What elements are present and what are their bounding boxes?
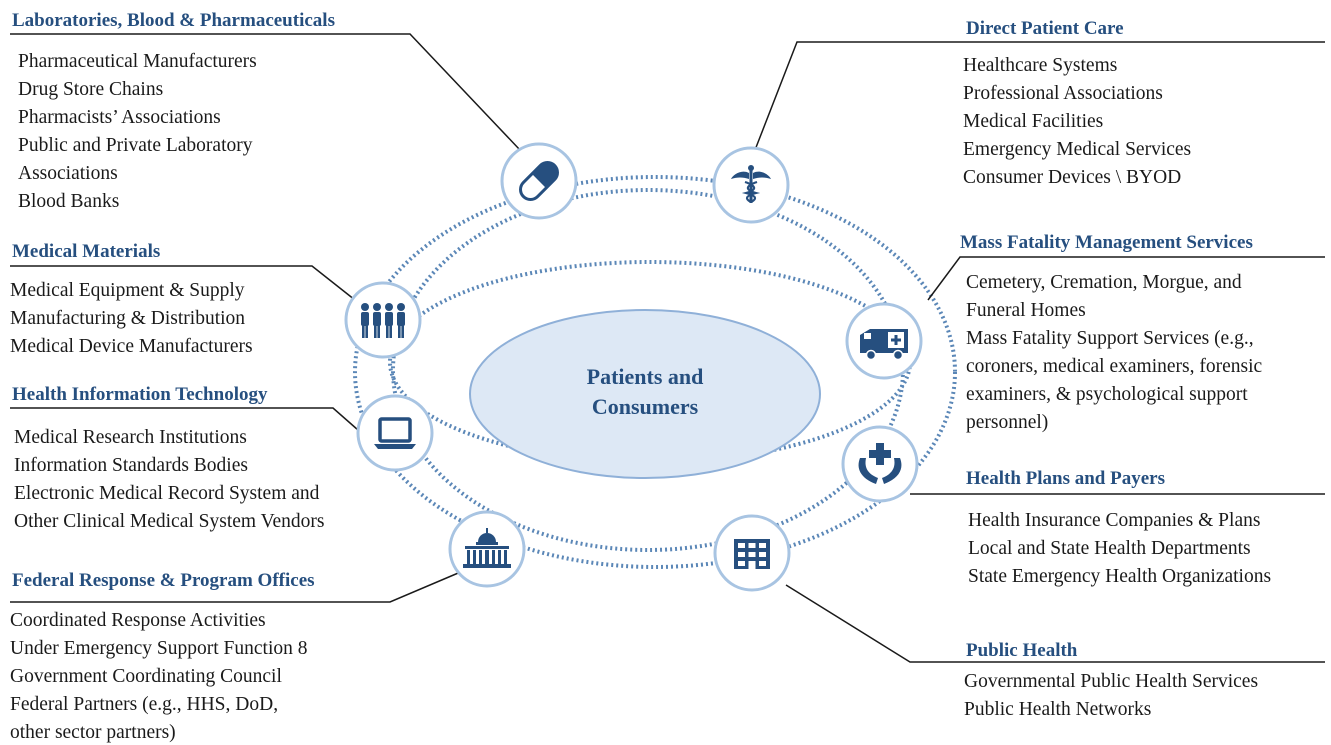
- direct-item: Consumer Devices \ BYOD: [963, 167, 1182, 188]
- public-item: Public Health Networks: [964, 699, 1152, 720]
- labs-list: Pharmaceutical Manufacturers Drug Store …: [18, 48, 257, 216]
- hit-item: Information Standards Bodies: [14, 455, 248, 476]
- public-list: Governmental Public Health Services Publ…: [964, 668, 1258, 724]
- labs-title: Laboratories, Blood & Pharmaceuticals: [12, 10, 335, 31]
- direct-list: Healthcare Systems Professional Associat…: [963, 52, 1191, 192]
- materials-icon-circle: [344, 281, 422, 359]
- hit-list: Medical Research Institutions Informatio…: [14, 424, 325, 536]
- federal-title: Federal Response & Program Offices: [12, 570, 315, 591]
- direct-item: Healthcare Systems: [963, 55, 1118, 76]
- materials-item: Medical Equipment & Supply: [10, 280, 245, 301]
- direct-item: Emergency Medical Services: [963, 139, 1192, 160]
- center-ellipse: [469, 309, 821, 479]
- caduceus-icon: [731, 165, 771, 203]
- connector-hit: [10, 407, 359, 431]
- capitol-building-icon: [463, 528, 511, 568]
- hit-item: Electronic Medical Record System and: [14, 483, 320, 504]
- federal-item: Government Coordinating Council: [10, 666, 282, 687]
- capsule-icon: [519, 161, 559, 201]
- materials-list: Medical Equipment & Supply Manufacturing…: [10, 277, 253, 361]
- connector-public: [785, 584, 1325, 663]
- fatality-item: Cemetery, Cremation, Morgue, and: [966, 272, 1242, 293]
- direct-item: Medical Facilities: [963, 111, 1104, 132]
- public-title: Public Health: [966, 640, 1078, 661]
- plans-item: Health Insurance Companies & Plans: [968, 510, 1261, 531]
- federal-list: Coordinated Response Activities Under Em…: [10, 607, 308, 745]
- fatality-item: personnel): [966, 412, 1049, 433]
- connector-federal: [10, 567, 471, 603]
- labs-item: Pharmacists’ Associations: [18, 107, 221, 128]
- labs-item: Pharmaceutical Manufacturers: [18, 51, 257, 72]
- ambulance-icon: [860, 329, 908, 361]
- federal-item: Coordinated Response Activities: [10, 610, 266, 631]
- fatality-item: examiners, & psychological support: [966, 384, 1248, 405]
- fatality-item: Mass Fatality Support Services (e.g.,: [966, 328, 1254, 349]
- connector-fatality: [927, 256, 1325, 301]
- direct-item: Professional Associations: [963, 83, 1163, 104]
- materials-item: Manufacturing & Distribution: [10, 308, 246, 329]
- fatality-item: coroners, medical examiners, forensic: [966, 356, 1263, 377]
- fatality-list: Cemetery, Cremation, Morgue, and Funeral…: [966, 269, 1262, 437]
- federal-item: Federal Partners (e.g., HHS, DoD,: [10, 694, 279, 715]
- hit-item: Medical Research Institutions: [14, 427, 247, 448]
- federal-item: other sector partners): [10, 722, 176, 743]
- center-label-line1: Patients and: [586, 364, 704, 389]
- people-group-icon: [361, 303, 405, 338]
- direct-title: Direct Patient Care: [966, 18, 1124, 39]
- labs-item: Drug Store Chains: [18, 79, 164, 100]
- connector-labs: [10, 33, 521, 151]
- fatality-item: Funeral Homes: [966, 300, 1086, 321]
- public-item: Governmental Public Health Services: [964, 671, 1259, 692]
- labs-item: Blood Banks: [18, 191, 120, 212]
- center-label-line2: Consumers: [591, 394, 699, 419]
- materials-title: Medical Materials: [12, 241, 161, 262]
- hospital-building-icon: [734, 539, 770, 569]
- fatality-title: Mass Fatality Management Services: [960, 232, 1253, 253]
- connector-direct: [754, 41, 1325, 151]
- hit-title: Health Information Technology: [12, 384, 268, 405]
- center-label: Patients and Consumers: [540, 362, 750, 422]
- labs-item: Associations: [18, 163, 118, 184]
- outer-ring: [353, 175, 957, 569]
- plans-title: Health Plans and Payers: [966, 468, 1165, 489]
- materials-item: Medical Device Manufacturers: [10, 336, 253, 357]
- federal-item: Under Emergency Support Function 8: [10, 638, 308, 659]
- laptop-icon: [374, 417, 416, 449]
- hit-item: Other Clinical Medical System Vendors: [14, 511, 325, 532]
- plans-item: Local and State Health Departments: [968, 538, 1251, 559]
- labs-item: Public and Private Laboratory: [18, 135, 253, 156]
- connector-materials: [10, 265, 356, 301]
- plans-item: State Emergency Health Organizations: [968, 566, 1272, 587]
- plans-list: Health Insurance Companies & Plans Local…: [968, 507, 1271, 591]
- hands-cross-icon: [858, 443, 902, 484]
